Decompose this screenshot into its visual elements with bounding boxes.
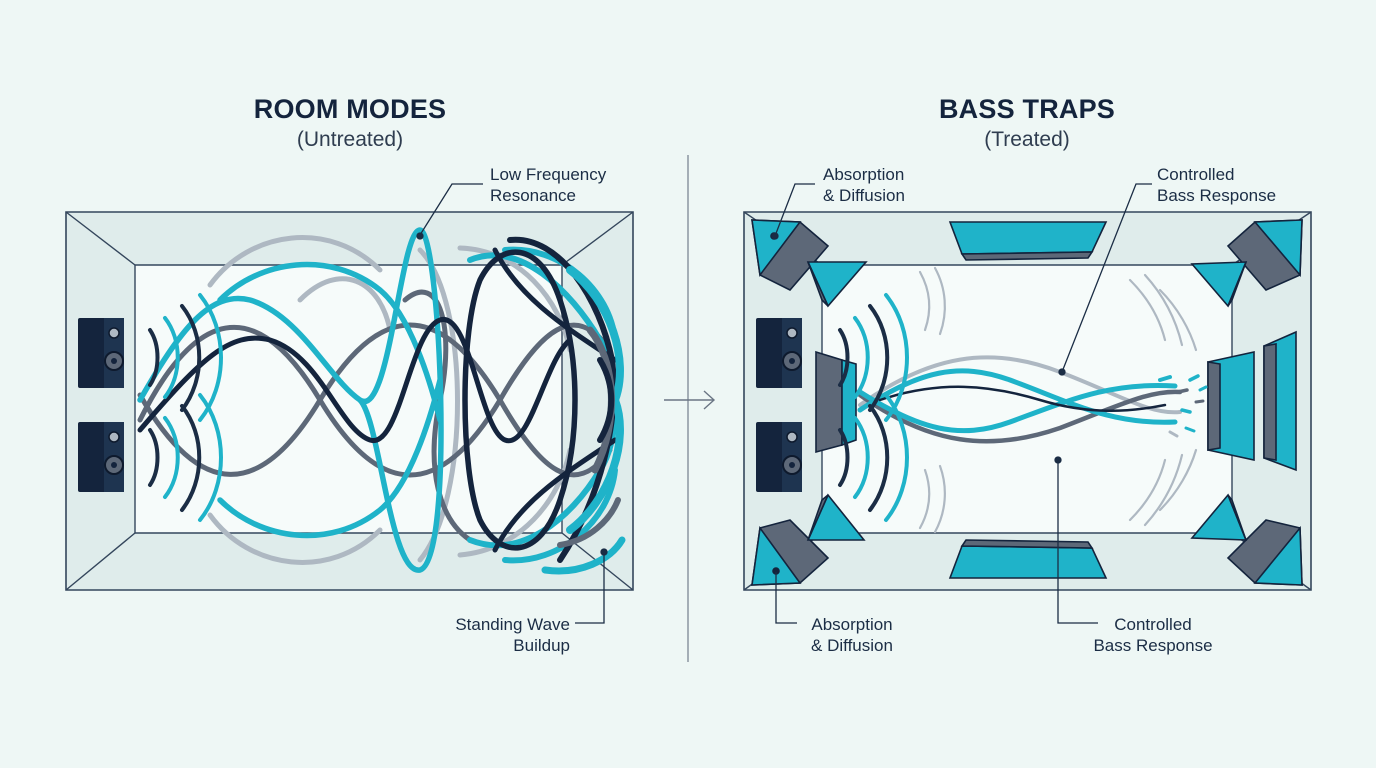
callout-line-buildup — [575, 553, 605, 624]
callout-text-line: Controlled — [1114, 615, 1192, 634]
wave-controlled-teal-1 — [857, 368, 1178, 425]
callout-text-line: Standing Wave — [455, 615, 570, 634]
wave-teal-arc-bottom — [217, 377, 443, 539]
arrow-right-icon — [664, 390, 716, 410]
callout-line-controlled-bottom — [1057, 460, 1098, 624]
callout-absorption-diffusion-top: Absorption & Diffusion — [823, 164, 905, 206]
right-panel-title: BASS TRAPS — [938, 94, 1116, 124]
callout-text-line: Absorption — [811, 615, 893, 634]
front-wall-absorber — [815, 350, 857, 454]
buildup-teal-1 — [566, 266, 624, 404]
buildup-navy-1 — [597, 357, 615, 443]
wave-navy-loop-1 — [462, 249, 578, 551]
left-speaker-top — [78, 318, 124, 388]
emit-arc-2 — [163, 316, 180, 399]
callout-text-line: Resonance — [490, 186, 577, 205]
left-callout-lines — [416, 183, 608, 624]
bass-trap-bottom-left — [751, 493, 866, 586]
floor-panel — [948, 539, 1108, 579]
callout-text-line: & Diffusion — [811, 636, 893, 655]
bass-trap-top-right — [1190, 219, 1303, 308]
callout-text-line: Buildup — [513, 636, 570, 655]
right-panel-subtitle: (Treated) — [984, 128, 1070, 151]
wave-navy-loop-4 — [492, 437, 618, 553]
callout-low-frequency-resonance: Low Frequency Resonance — [490, 164, 606, 206]
callout-absorption-diffusion-bottom: Absorption & Diffusion — [797, 614, 907, 656]
wave-teal-main — [137, 227, 444, 573]
callout-text-line: Absorption — [823, 165, 905, 184]
left-standing-waves — [137, 227, 626, 575]
callout-controlled-bass-bottom: Controlled Bass Response — [1082, 614, 1224, 656]
ceiling-panel — [948, 221, 1108, 261]
buildup-slate-2 — [557, 497, 621, 548]
callout-text-line: Bass Response — [1157, 186, 1277, 205]
right-speaker-bottom — [756, 422, 802, 492]
callout-controlled-bass-top: Controlled Bass Response — [1157, 164, 1276, 206]
wave-teal-far-4 — [502, 467, 618, 564]
right-room — [743, 211, 1312, 591]
callout-text-line: Bass Response — [1093, 636, 1213, 655]
wave-gray-lobe-4 — [457, 447, 573, 558]
callout-text-line: & Diffusion — [823, 186, 905, 205]
wave-teal-arc-top — [217, 261, 443, 423]
left-panel-subtitle: (Untreated) — [296, 128, 404, 151]
rear-wall-diffuser — [1207, 330, 1297, 472]
emit-arc-5 — [148, 428, 160, 487]
emit-arc-7 — [180, 404, 202, 512]
buildup-teal-2 — [566, 396, 624, 534]
buildup-teal-3 — [541, 536, 626, 575]
callout-line-absorption-top — [774, 183, 815, 237]
wave-slate-main — [137, 322, 613, 478]
bass-trap-top-left — [751, 219, 868, 308]
wave-gray-arc-bottom — [207, 512, 383, 565]
wave-controlled-navy — [878, 385, 1167, 412]
emit-arc-6 — [163, 416, 180, 499]
wave-controlled-slate — [857, 389, 1183, 444]
emit-arc-3 — [180, 304, 202, 412]
wave-gray-arc-top — [207, 235, 383, 288]
callout-text-line: Controlled — [1157, 165, 1235, 184]
callout-standing-wave-buildup: Standing Wave Buildup — [430, 614, 570, 656]
callout-text-line: Low Frequency — [490, 165, 607, 184]
left-speaker-bottom — [78, 422, 124, 492]
right-callout-lines — [771, 183, 1152, 624]
wave-gray-lobe-2 — [297, 276, 393, 333]
right-controlled-waves — [838, 266, 1208, 534]
bass-trap-bottom-right — [1190, 493, 1303, 586]
emit-arc-1 — [148, 328, 160, 387]
wave-navy-main — [137, 317, 573, 444]
emit-arc-8 — [198, 393, 223, 522]
callout-line-absorption-bottom — [775, 572, 797, 624]
right-speaker-top — [756, 318, 802, 388]
wave-gray-lobe-3 — [457, 245, 573, 353]
callout-line-controlled-top — [1061, 183, 1152, 373]
wave-controlled-teal-2 — [857, 382, 1178, 434]
left-panel-title: ROOM MODES — [253, 94, 447, 124]
callout-line-resonance — [419, 183, 483, 236]
